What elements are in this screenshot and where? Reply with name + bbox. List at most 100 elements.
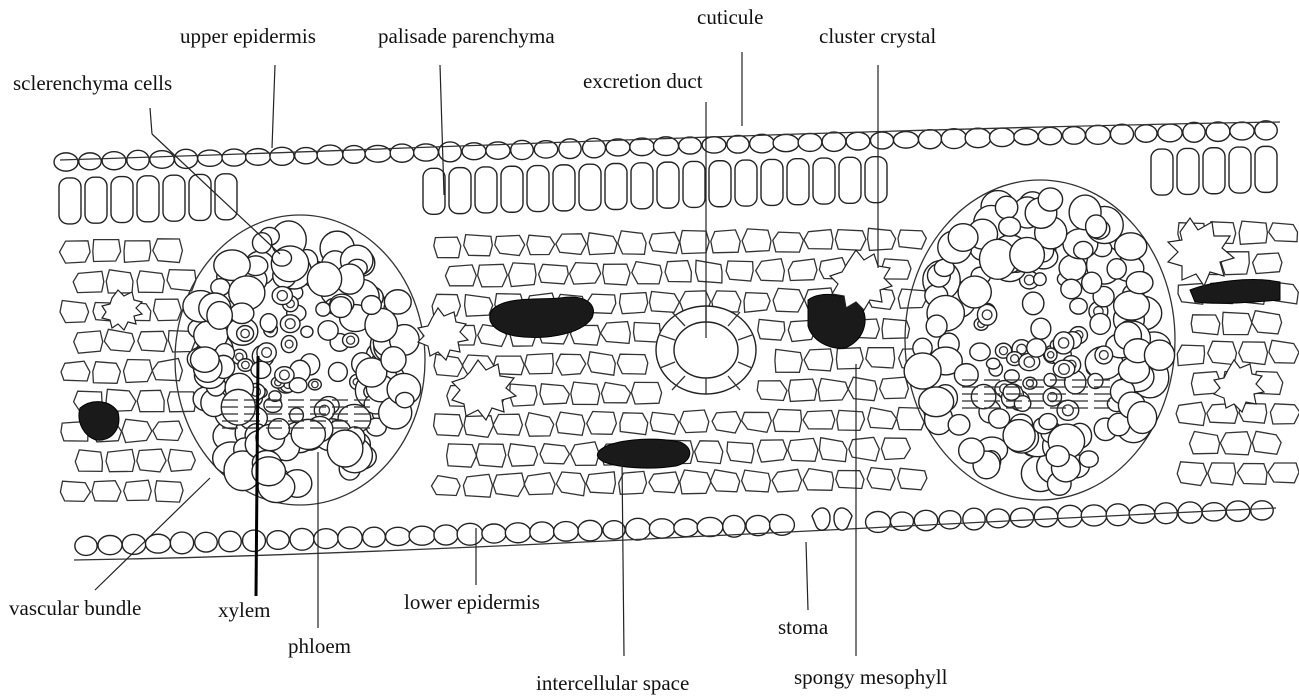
epidermis-cell [482,524,506,543]
spongy-cell [570,263,601,285]
spongy-cell [524,473,555,495]
spongy-cell [137,390,164,411]
spongy-cell [509,263,537,287]
spongy-cell [803,469,834,491]
spongy-cell [1177,345,1204,366]
spongy-cell [634,323,661,343]
bundle-cell [1114,291,1150,320]
epidermis-cell [243,530,266,551]
spongy-cell [649,232,679,253]
epidermis-cell [653,137,678,156]
epidermis-cell [295,148,318,164]
epidermis-cell [914,510,937,530]
palisade-cell [163,175,185,221]
spongy-cell [1270,404,1299,424]
spongy-cell [1268,463,1299,483]
epidermis-cell [363,527,386,547]
spongy-cell [1176,402,1205,425]
spongy-cell [445,265,476,286]
epidermis-cell [773,134,799,151]
spongy-cell [1222,312,1252,334]
spongy-cell [711,230,740,253]
epidermis-cell [127,150,149,170]
bundle-cell [948,224,978,252]
bundle-cell [275,367,294,384]
bundle-cell [1027,339,1046,357]
epidermis-cell [1183,122,1205,142]
epidermis-cell [679,137,702,154]
spongy-cell [620,293,648,314]
spongy-cell [758,319,785,340]
palisade-cell [813,158,835,204]
epidermis-cell [990,128,1015,147]
epidermis-cell [390,144,414,162]
spongy-cell [880,377,909,399]
epidermis-cell [317,145,343,165]
epidermis-cell [505,523,530,543]
bundle-cell [396,392,414,407]
bundle-cell [207,302,232,330]
spongy-cell [618,231,646,254]
epidermis-cell [626,518,651,540]
bundle-cell [970,343,990,361]
spongy-cell [152,359,182,381]
spongy-cell [124,360,153,383]
bundle-cell [230,303,254,323]
spongy-cell [772,469,802,492]
spongy-cell [571,442,600,466]
spongy-cell [138,331,167,351]
spongy-cell [1239,342,1268,365]
spongy-cell [848,377,877,401]
spongy-cell [1269,223,1298,242]
bundle-cell [1034,273,1046,286]
stoma-drawing [812,508,852,530]
spongy-cell [727,442,754,463]
epidermis-cell [1034,507,1057,527]
epidermis-cell [270,147,294,165]
spongy-cell [60,481,90,501]
label-sclerenchyma-cells: sclerenchyma cells [13,71,172,95]
bundle-cell [948,415,970,435]
spongy-cell [1177,462,1207,486]
spongy-cell [493,414,522,435]
bundle-cell [1031,318,1051,339]
spongy-cell [586,472,615,494]
spongy-cell [434,414,463,436]
bundle-cell [291,419,325,449]
spongy-cell [1252,311,1282,334]
spongy-cell [432,476,461,496]
bundle-cell [381,347,406,373]
spongy-cell [665,261,691,282]
bundle-cell [272,250,291,266]
epidermis-cell [195,532,218,552]
epidermis-cell [941,129,966,149]
epidermis-cell [1058,505,1083,527]
epidermis-cell [606,139,630,156]
spongy-cell [106,449,135,471]
bundle-cell [999,217,1021,236]
epidermis-cell [75,536,97,555]
palisade-cell [735,160,757,206]
spongy-cell [789,379,817,401]
epidermis-cell [267,531,289,550]
epidermis-cell [894,132,919,149]
palisade-cell [85,177,107,223]
label-cuticule: cuticule [697,5,763,29]
spongy-cell [603,264,630,285]
palisade-cell [111,177,133,223]
epidermis-cell [822,132,846,151]
spongy-cell [803,411,835,430]
bundle-cell [327,430,363,467]
palisade-cell [59,178,81,224]
spongy-cell [447,444,477,467]
spongy-cell [819,438,847,462]
palisade-cell [189,174,211,220]
spongy-cell [104,329,134,351]
epidermis-cell [1255,121,1278,140]
bundle-cell [904,353,941,389]
bundle-cell [257,343,276,362]
spongy-cell [493,473,525,496]
bundle-cell [268,419,289,440]
spongy-cell [620,413,648,435]
label-cluster-crystal: cluster crystal [819,24,936,48]
